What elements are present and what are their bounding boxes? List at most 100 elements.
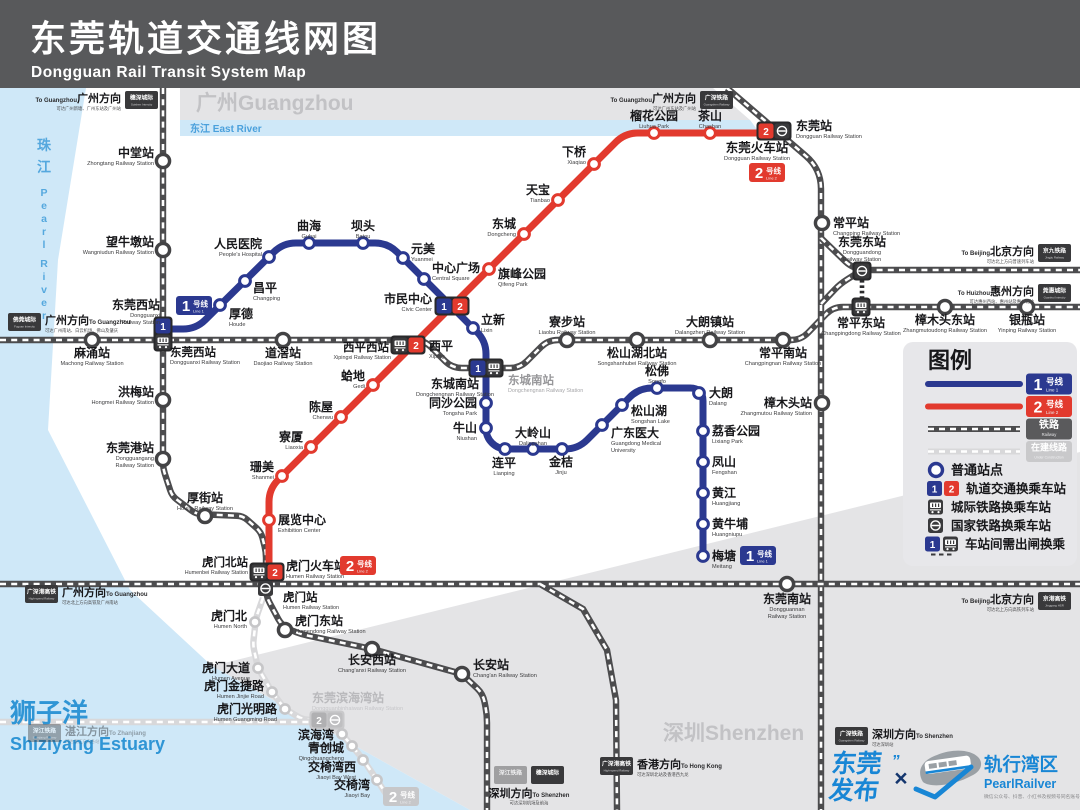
dongguanxi-rail-label-en: Dongguanxi Railway Station [170, 360, 240, 366]
legend-item-label: 车站间需出闸换乘 [965, 537, 1066, 552]
chip-en: Line 1 [1046, 388, 1059, 393]
railway-station-marker [276, 621, 294, 639]
station-name-en: Xiaqiao [567, 160, 586, 166]
station-name-zh: 松山湖北站 [607, 345, 667, 360]
direction-text: To Guangzhou广州方向 [35, 91, 121, 105]
station-name-zh: 中心广场 [432, 260, 480, 275]
chip-zh: 号线 [400, 790, 415, 800]
brand-en: PearlRailver [984, 777, 1056, 791]
station-name-en: Exhibition Center [278, 528, 321, 534]
railway-name-en: Foguan Intercity [14, 325, 35, 329]
station-name-zh: 滨海湾 [298, 727, 334, 742]
station-marker [213, 298, 227, 312]
brand-swoosh [913, 764, 974, 800]
station-name-zh: 中堂站 [118, 145, 154, 160]
line-number: 2 [763, 127, 769, 138]
direction-subtext: 可达北上方向高铁及广州南站 [62, 599, 119, 606]
uc-station-marker [357, 754, 369, 766]
line-number: 2 [457, 302, 463, 313]
railways [0, 85, 1080, 810]
direction-subtext: 可达北上方向高铁列车站 [987, 606, 1035, 613]
station-name-zh: 青创城 [308, 740, 344, 755]
legend-uc-en: Under Construction [1034, 456, 1063, 460]
line-number: 1 [930, 540, 936, 551]
railway-station-marker [453, 665, 471, 683]
station-name-zh: 东莞西站 [112, 297, 160, 312]
station-marker [551, 193, 565, 207]
station-marker [696, 549, 710, 563]
pearl-river-en: R [40, 258, 48, 270]
station-name-zh: 常平南站 [759, 345, 807, 360]
station-name-zh: 梅塘 [712, 548, 736, 563]
station-name-en: Huangniupu [712, 532, 742, 538]
railway-station-marker [774, 331, 792, 349]
chip-number: 1 [1034, 377, 1043, 394]
humen-label-zh: 虎门站 [283, 590, 318, 604]
railway-station-marker [936, 298, 954, 316]
station-name-en: Dongchengnan Railway Station [416, 392, 494, 398]
station-marker [466, 321, 480, 335]
station-name-en: Shanmei [252, 475, 274, 481]
station-name-en: Houde [229, 322, 245, 328]
legend-item-national: 国家铁路换乘车站 [928, 518, 1052, 533]
station-name-en: Dalingshan [519, 441, 547, 447]
station-marker [696, 517, 710, 531]
station-marker [647, 126, 661, 140]
railway-station-marker [558, 331, 576, 349]
station-name-en: Zhangmutou Railway Station [740, 411, 812, 417]
station-name-zh: 东城 [492, 216, 516, 231]
station-name-en: Chashan [699, 124, 721, 130]
direction-subtext: 可达深圳站 [872, 741, 894, 748]
chip-number: 2 [755, 165, 763, 182]
railway-name-zh: 穗深城际 [130, 94, 153, 102]
railway-name-badge: 穗深城际 [531, 766, 564, 784]
station-name-zh: 牛山 [453, 420, 477, 435]
line-number: 2 [949, 485, 955, 496]
line2-interchange-icon [944, 481, 959, 496]
railway-name-en: Guangshen Railway [704, 103, 730, 107]
line2-interchange-icon [311, 712, 327, 728]
station-name-en: Daojiao Railway Station [253, 361, 312, 367]
station-name-zh: 寮步站 [548, 314, 585, 329]
station-marker [262, 250, 276, 264]
humenbei-label-zh: 虎门北站 [202, 555, 248, 569]
station-name-zh: 寮厦 [278, 429, 304, 444]
station-name-en: Yinping Railway Station [998, 328, 1057, 334]
uc-station-marker [249, 616, 261, 628]
shiziyang-label-en: Shiziyang Estuary [10, 734, 165, 754]
guangshen-railway-hatch [726, 87, 823, 810]
station-name-en: Railway Station [115, 463, 154, 469]
line-1 [156, 239, 707, 560]
station-name-zh: 厚德 [229, 306, 253, 321]
station-name-zh: 榴花公园 [630, 108, 678, 123]
station-name-zh: 同沙公园 [429, 396, 477, 410]
line-number: 1 [932, 485, 938, 496]
station-name-zh: 松山湖 [631, 403, 667, 418]
uc-station-marker [279, 703, 291, 715]
